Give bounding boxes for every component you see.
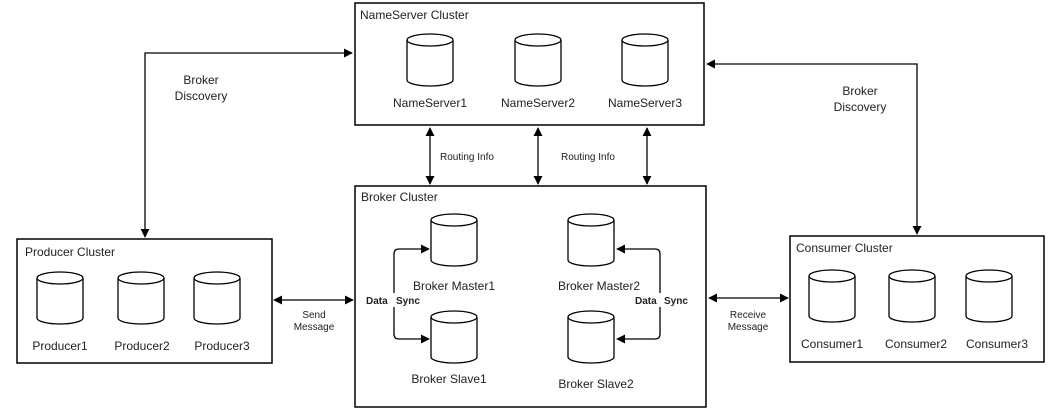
- producer-cluster-title: Producer Cluster: [25, 245, 115, 259]
- consumer-cluster-title: Consumer Cluster: [796, 241, 893, 255]
- producer2-label: Producer2: [114, 339, 170, 353]
- routing-info-left-label: Routing Info: [440, 152, 494, 163]
- nameserver3-label: NameServer3: [608, 96, 682, 110]
- data-sync-right-line2: Sync: [664, 296, 688, 307]
- routing-info-right-label: Routing Info: [561, 152, 615, 163]
- broker-slave1-database-icon: [430, 310, 478, 364]
- broker-master2-database-icon: [567, 213, 615, 267]
- receive-message-line1: Receive: [730, 310, 767, 321]
- producer3-database-icon: [193, 271, 241, 325]
- broker-cluster-title: Broker Cluster: [361, 190, 438, 204]
- nameserver1-database-icon: [406, 33, 454, 87]
- broker-discovery-right-line1: Broker: [842, 84, 877, 98]
- broker-master1-database-icon: [430, 213, 478, 267]
- consumer2-database-icon: [888, 269, 936, 323]
- broker-discovery-left-arrow: [140, 48, 353, 238]
- nameserver1-label: NameServer1: [393, 96, 467, 110]
- producer3-label: Producer3: [194, 339, 250, 353]
- data-sync-right-line1: Data: [635, 296, 657, 307]
- broker-discovery-left-line2: Discovery: [175, 89, 228, 103]
- consumer2-label: Consumer2: [885, 337, 947, 351]
- data-sync-left-line1: Data: [366, 296, 388, 307]
- broker-slave1-label: Broker Slave1: [411, 372, 487, 386]
- nameserver2-database-icon: [514, 33, 562, 87]
- broker-discovery-right-line2: Discovery: [834, 100, 887, 114]
- send-message-line2: Message: [294, 322, 335, 333]
- broker-master2-label: Broker Master2: [558, 279, 640, 293]
- producer1-database-icon: [36, 271, 84, 325]
- send-message-line1: Send: [302, 310, 325, 321]
- consumer3-label: Consumer3: [966, 337, 1028, 351]
- consumer3-database-icon: [965, 269, 1013, 323]
- nameserver-cluster-title: NameServer Cluster: [360, 8, 469, 22]
- data-sync-left-line2: Sync: [396, 296, 420, 307]
- broker-discovery-left-line1: Broker: [183, 73, 218, 87]
- consumer1-label: Consumer1: [801, 337, 863, 351]
- receive-message-line2: Message: [728, 322, 769, 333]
- producer2-database-icon: [117, 271, 165, 325]
- nameserver3-database-icon: [621, 33, 669, 87]
- broker-slave2-label: Broker Slave2: [558, 377, 634, 391]
- broker-slave2-database-icon: [567, 310, 615, 364]
- producer1-label: Producer1: [32, 339, 88, 353]
- broker-master1-label: Broker Master1: [413, 279, 495, 293]
- nameserver2-label: NameServer2: [501, 96, 575, 110]
- consumer1-database-icon: [808, 269, 856, 323]
- broker-discovery-right-arrow: [706, 59, 922, 235]
